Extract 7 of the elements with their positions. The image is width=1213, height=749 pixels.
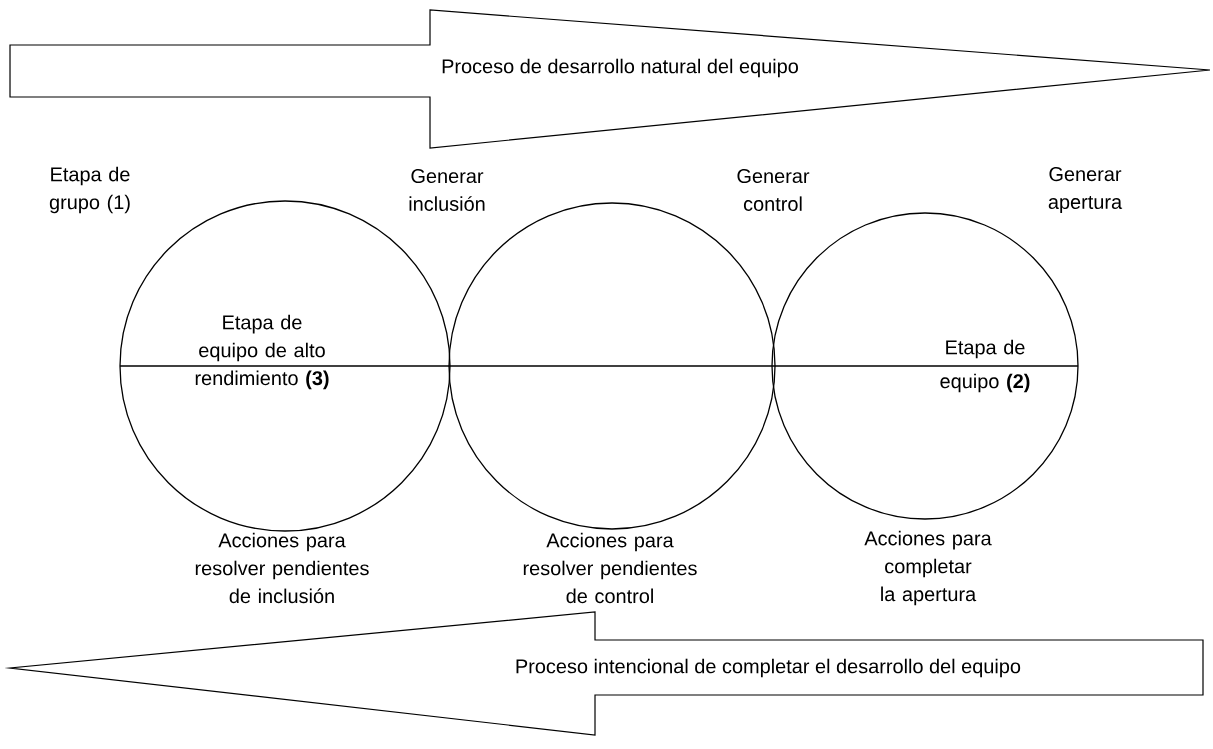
label-text: Generar control [737,169,810,211]
label-text: Generar apertura [1048,167,1123,213]
label-text: Acciones para completar la apertura [864,530,992,606]
label-text: Acciones para resolver pendientes de control [523,532,697,604]
label-text: Acciones para resolver pendientes de inclusión [195,532,369,604]
label-text: Generar inclusión [409,169,485,211]
label-text: Etapa de grupo (1) [49,166,130,214]
